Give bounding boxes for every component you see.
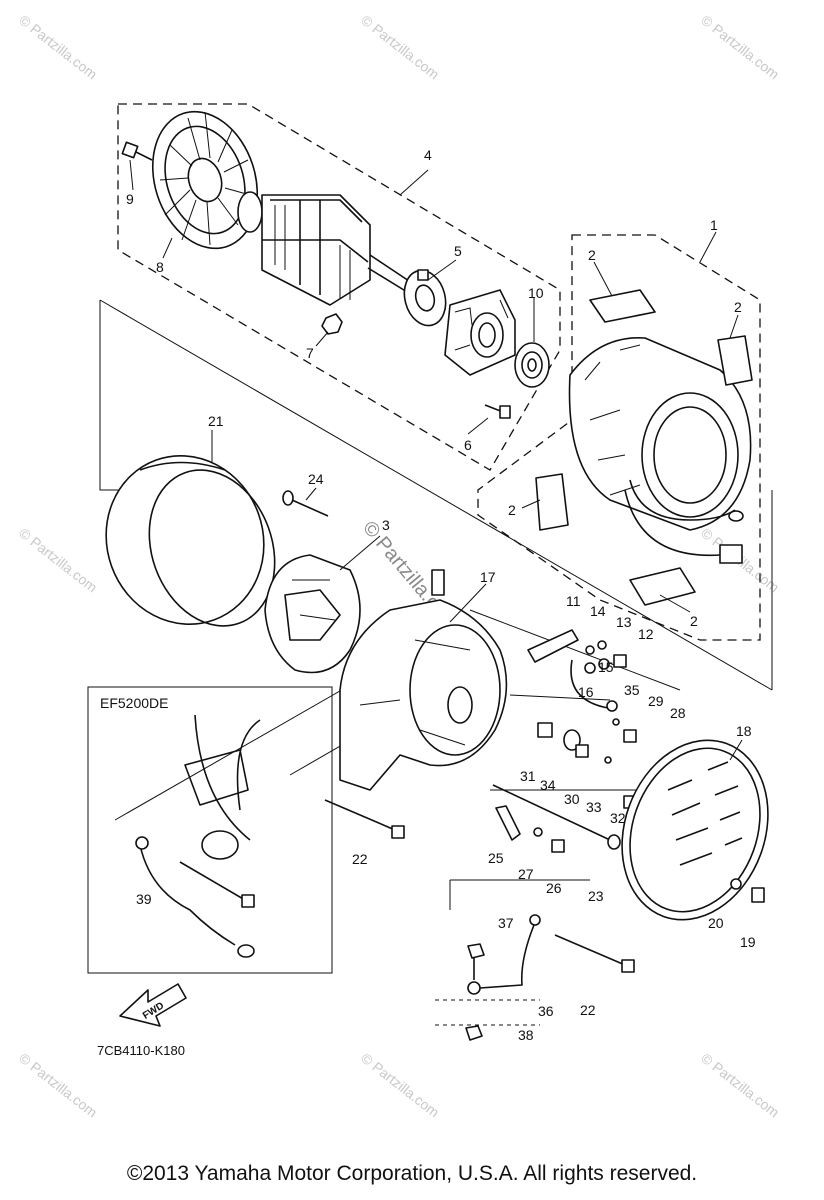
callout-label: 28 bbox=[670, 705, 686, 721]
washer-27-part bbox=[533, 827, 543, 837]
callout-label: 13 bbox=[616, 614, 632, 630]
watermark: © Partzilla.com bbox=[698, 1050, 782, 1121]
callout-label: 1 bbox=[710, 217, 718, 233]
watermark: © Partzilla.com bbox=[16, 12, 100, 83]
cooling-fan-part bbox=[151, 110, 259, 250]
bracket-housing-part bbox=[339, 569, 508, 791]
callout-label: 36 bbox=[538, 1003, 554, 1019]
callout-label: 39 bbox=[136, 891, 152, 907]
callouts: 1 2 2 2 2 3 4 5 6 7 8 9 10 11 12 13 14 1… bbox=[126, 147, 756, 1043]
callout-label: 9 bbox=[126, 191, 134, 207]
callout-label: 2 bbox=[690, 613, 698, 629]
rotor-part bbox=[237, 191, 419, 306]
callout-label: 34 bbox=[540, 777, 556, 793]
screw-19-part bbox=[751, 887, 765, 903]
insulator-sheet-part bbox=[589, 289, 656, 323]
ground-lead-parts bbox=[435, 914, 541, 1041]
callout-label: 33 bbox=[586, 799, 602, 815]
callout-label: 5 bbox=[454, 243, 462, 259]
callout-label: 19 bbox=[740, 934, 756, 950]
exploded-parts-diagram: © Partzilla.com © Partzilla.com © Partzi… bbox=[16, 12, 782, 1121]
bolt-6-part bbox=[484, 404, 511, 419]
watermark: © Partzilla.com bbox=[358, 12, 442, 83]
callout-label: 29 bbox=[648, 693, 664, 709]
screw-26-part bbox=[551, 839, 565, 853]
rear-cover-part bbox=[621, 739, 769, 921]
callout-label: 22 bbox=[580, 1002, 596, 1018]
ground-terminal-part bbox=[495, 805, 521, 841]
callout-label: 37 bbox=[498, 915, 514, 931]
cover-band-part bbox=[105, 454, 276, 627]
callout-label: 21 bbox=[208, 413, 224, 429]
callout-label: 12 bbox=[638, 626, 654, 642]
inset-ef5200de: EF5200DE bbox=[87, 686, 333, 974]
callout-label: 27 bbox=[518, 866, 534, 882]
through-bolt-23-part bbox=[492, 784, 621, 850]
callout-label: 25 bbox=[488, 850, 504, 866]
callout-leaders bbox=[129, 159, 743, 761]
rear-plate-part bbox=[264, 554, 361, 674]
diagram-reference-code: 7CB4110-K180 bbox=[97, 1043, 185, 1058]
callout-label: 15 bbox=[598, 659, 614, 675]
callout-label: 7 bbox=[306, 345, 314, 361]
callout-label: 4 bbox=[424, 147, 432, 163]
bolt-9-part bbox=[121, 141, 153, 161]
stator-part bbox=[568, 337, 752, 564]
insulator-sheet-part bbox=[717, 335, 753, 386]
bolt-24-part bbox=[282, 490, 329, 517]
stator-group-outline bbox=[477, 234, 761, 641]
callout-label: 6 bbox=[464, 437, 472, 453]
callout-label: 24 bbox=[308, 471, 324, 487]
watermark: © Partzilla.com bbox=[16, 525, 100, 596]
through-bolt-lower-part bbox=[554, 934, 635, 973]
callout-label: 30 bbox=[564, 791, 580, 807]
callout-label: 16 bbox=[578, 684, 594, 700]
callout-label: 26 bbox=[546, 880, 562, 896]
callout-label: 32 bbox=[610, 810, 626, 826]
callout-label: 23 bbox=[588, 888, 604, 904]
insulator-sheet-part bbox=[535, 473, 569, 531]
watermark: © Partzilla.com bbox=[358, 1050, 442, 1121]
bearing-holder-part bbox=[403, 269, 447, 327]
through-bolt-upper-part bbox=[324, 799, 405, 839]
callout-label: 31 bbox=[520, 768, 536, 784]
callout-label: 20 bbox=[708, 915, 724, 931]
callout-label: 11 bbox=[566, 593, 581, 609]
callout-label: 14 bbox=[590, 603, 606, 619]
copyright-notice: ©2013 Yamaha Motor Corporation, U.S.A. A… bbox=[126, 1162, 698, 1185]
insulator-sheet-part bbox=[629, 567, 696, 606]
watermark: © Partzilla.com bbox=[16, 1050, 100, 1121]
callout-label: 10 bbox=[528, 285, 544, 301]
callout-label: 3 bbox=[382, 517, 390, 533]
fwd-arrow-icon: FWD bbox=[119, 983, 187, 1027]
small-hardware-parts bbox=[537, 718, 637, 809]
callout-label: 2 bbox=[734, 299, 742, 315]
bearing-part bbox=[514, 342, 550, 388]
watermark: © Partzilla.com bbox=[698, 12, 782, 83]
callout-label: 2 bbox=[508, 502, 516, 518]
washer-20-part bbox=[730, 878, 742, 890]
assembly-frame-line bbox=[99, 300, 140, 491]
callout-label: 38 bbox=[518, 1027, 534, 1043]
callout-label: 18 bbox=[736, 723, 752, 739]
callout-label: 8 bbox=[156, 259, 164, 275]
callout-label: 17 bbox=[480, 569, 496, 585]
callout-label: 22 bbox=[352, 851, 368, 867]
brush-cluster-parts bbox=[527, 629, 627, 712]
callout-label: 35 bbox=[624, 682, 640, 698]
brush-holder-block-part bbox=[444, 289, 516, 376]
nut-7-part bbox=[321, 313, 343, 335]
inset-title: EF5200DE bbox=[100, 695, 168, 711]
callout-label: 2 bbox=[588, 247, 596, 263]
